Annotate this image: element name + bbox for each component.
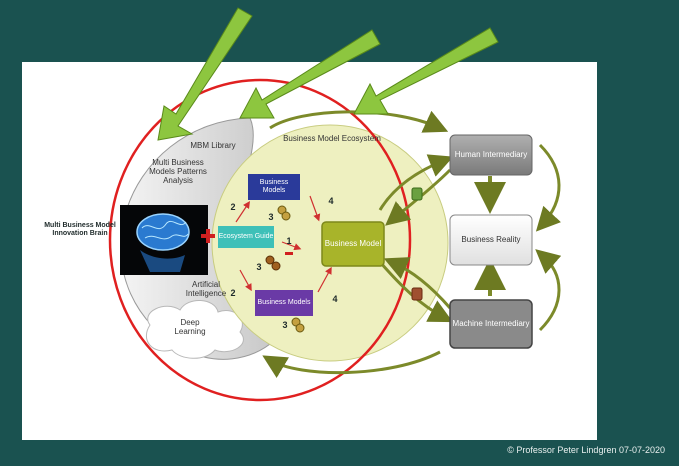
business-models-bottom-box xyxy=(255,290,313,316)
business-models-top-label: Business Models xyxy=(259,178,289,194)
green-arrow-3 xyxy=(353,27,499,115)
red-mark xyxy=(285,252,293,255)
step-number: 4 xyxy=(328,196,334,206)
step-number: 3 xyxy=(282,320,288,330)
step-number: 4 xyxy=(332,294,338,304)
red-arrow xyxy=(239,269,252,292)
step-number: 2 xyxy=(230,202,236,212)
business-model-center-label: Business Model xyxy=(324,239,382,249)
red-circle xyxy=(108,78,412,402)
head-silhouette xyxy=(140,250,185,272)
data-icon xyxy=(411,187,423,201)
mbm-library-label: MBM Library xyxy=(190,141,236,150)
patterns-label: Multi Business Models Patterns Analysis xyxy=(149,158,207,186)
data-icon xyxy=(411,287,423,301)
copyright-text: © Professor Peter Lindgren 07-07-2020 xyxy=(507,445,665,455)
arrow-top-loop xyxy=(269,110,449,133)
green-arrow-2 xyxy=(239,29,381,119)
coin-icon xyxy=(265,255,275,265)
step-number: 1 xyxy=(286,236,292,246)
human-intermediary-box xyxy=(449,134,533,176)
business-models-top-box xyxy=(248,174,300,200)
business-reality-label: Business Reality xyxy=(461,235,521,245)
ecosystem-title: Business Model Ecosystem xyxy=(283,134,381,143)
arrow-machine-to-bm xyxy=(383,257,452,309)
arrow-bm-to-human xyxy=(378,154,454,211)
mbm-brain-title: Multi Business Model Innovation Brain xyxy=(44,222,116,238)
coin-icon xyxy=(271,261,281,271)
deep-learning-label: Deep Learning xyxy=(174,318,206,337)
red-arrow xyxy=(281,241,302,251)
ecosystem-guide-box xyxy=(218,226,274,248)
machine-intermediary-box xyxy=(449,299,533,349)
red-arrow xyxy=(235,201,250,223)
cloud-shape xyxy=(145,300,244,359)
brain-folds xyxy=(141,220,189,240)
arrow-right-loop-top xyxy=(535,143,561,232)
coin-icon xyxy=(295,323,305,333)
business-reality-box xyxy=(449,214,533,266)
arrow-bottom-loop xyxy=(262,350,441,378)
business-models-bottom-label: Business Models xyxy=(257,298,311,306)
plus-sign-v xyxy=(206,229,210,243)
human-intermediary-label: Human Intermediary xyxy=(454,150,528,160)
ecosystem-guide-label: Ecosystem Guide xyxy=(218,232,274,240)
step-number: 2 xyxy=(230,288,236,298)
red-arrow xyxy=(317,266,332,293)
arrow-right-loop-bottom xyxy=(535,249,562,332)
business-model-center-box xyxy=(321,221,385,267)
ai-label: Artificial Intelligence xyxy=(185,280,227,299)
step-number: 3 xyxy=(268,212,274,222)
green-arrow-1 xyxy=(157,7,253,141)
coin-icon xyxy=(281,211,291,221)
machine-intermediary-label: Machine Intermediary xyxy=(452,319,530,329)
step-number: 3 xyxy=(256,262,262,272)
brain-icon xyxy=(136,213,190,251)
red-arrow xyxy=(309,195,321,222)
